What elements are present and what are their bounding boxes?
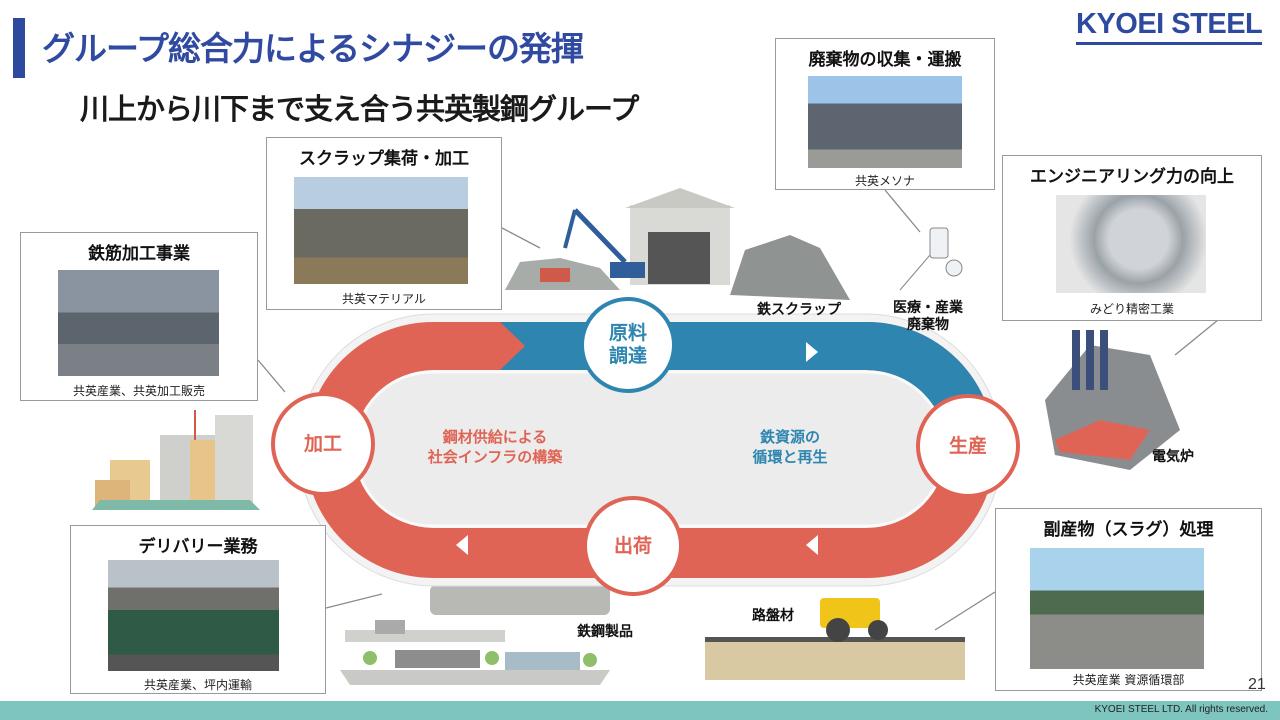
electric-furnace-label: 電気炉 <box>1152 449 1194 465</box>
rebar-photo <box>58 270 219 376</box>
center-right-line-2: 循環と再生 <box>752 448 828 466</box>
waste-photo <box>808 76 962 168</box>
waste-box-title: 廃棄物の収集・運搬 <box>808 50 962 70</box>
center-left-line-1: 鋼材供給による <box>442 428 548 446</box>
title-accent-bar <box>13 18 25 78</box>
scrap-box-caption: 共英マテリアル <box>342 292 426 306</box>
scrap-photo <box>294 177 468 284</box>
copyright-text: KYOEI STEEL LTD. All rights reserved. <box>1094 704 1268 715</box>
arrow-right-icon <box>806 342 818 362</box>
medical-waste-line-2: 廃棄物 <box>907 317 949 333</box>
leader-line <box>1174 319 1219 356</box>
engineering-photo <box>1056 195 1206 293</box>
medical-waste-label: 医療・産業 廃棄物 <box>888 300 968 334</box>
center-left-line-2: 社会インフラの構築 <box>427 448 563 466</box>
scrap-box: スクラップ集荷・加工 共英マテリアル <box>266 137 502 310</box>
processing-node: 加工 <box>271 392 375 496</box>
delivery-box-title: デリバリー業務 <box>138 537 258 557</box>
arrow-left-icon <box>456 535 468 555</box>
rebar-box-title: 鉄筋加工事業 <box>88 244 190 264</box>
rebar-box: 鉄筋加工事業 共英産業、共英加工販売 <box>20 232 258 401</box>
production-node: 生産 <box>916 394 1020 498</box>
leader-line <box>325 593 383 609</box>
steel-products-label: 鉄鋼製品 <box>577 624 633 640</box>
scrap-box-title: スクラップ集荷・加工 <box>299 149 469 169</box>
waste-box: 廃棄物の収集・運搬 共英メソナ <box>775 38 995 190</box>
engineering-box: エンジニアリング力の向上 みどり精密工業 <box>1002 155 1262 321</box>
delivery-photo <box>108 560 279 671</box>
arrow-left-icon <box>806 535 818 555</box>
procurement-label-1: 原料 <box>608 322 647 344</box>
page-subtitle: 川上から川下まで支え合う共英製鋼グループ <box>80 92 639 126</box>
production-label: 生産 <box>948 434 987 457</box>
procurement-node: 原料調達 <box>580 297 676 393</box>
leader-line <box>501 227 541 249</box>
iron-scrap-label: 鉄スクラップ <box>757 302 841 318</box>
waste-box-caption: 共英メソナ <box>854 174 915 188</box>
delivery-box: デリバリー業務 共英産業、坪内運輸 <box>70 525 326 694</box>
medical-waste-illustration <box>899 227 963 291</box>
rebar-box-caption: 共英産業、共英加工販売 <box>72 384 205 398</box>
roadbed-illustration <box>705 598 965 680</box>
roadbed-label: 路盤材 <box>752 608 794 624</box>
slag-box: 副産物（スラグ）処理 共英産業 資源循環部 <box>995 508 1262 691</box>
medical-waste-line-1: 医療・産業 <box>893 300 963 316</box>
center-right-line-1: 鉄資源の <box>759 428 820 446</box>
electric-furnace-illustration <box>1045 330 1180 470</box>
procurement-label-2: 調達 <box>608 345 647 367</box>
slag-box-title: 副産物（スラグ）処理 <box>1043 520 1214 540</box>
page-title: グループ総合力によるシナジーの発揮 <box>42 29 584 68</box>
shipping-label: 出荷 <box>613 534 652 557</box>
center-left-text: 鋼材供給による 社会インフラの構築 <box>410 427 580 467</box>
center-right-text: 鉄資源の 循環と再生 <box>720 427 860 467</box>
slag-box-caption: 共英産業 資源循環部 <box>1072 673 1185 687</box>
company-logo: KYOEI STEEL <box>1076 8 1263 45</box>
buildings-illustration <box>92 410 260 510</box>
engineering-box-caption: みどり精密工業 <box>1089 302 1174 316</box>
leader-line <box>884 189 921 233</box>
engineering-box-title: エンジニアリング力の向上 <box>1030 167 1234 187</box>
steel-products-illustration <box>340 585 610 685</box>
leader-line <box>934 591 996 631</box>
processing-label: 加工 <box>303 432 342 455</box>
page-number: 21 <box>1248 676 1266 693</box>
scrap-yard-illustration <box>505 188 850 300</box>
leader-line <box>257 359 286 393</box>
slag-photo <box>1030 548 1204 669</box>
shipping-node: 出荷 <box>583 496 683 596</box>
delivery-box-caption: 共英産業、坪内運輸 <box>143 678 252 692</box>
footer-bar <box>0 701 1280 720</box>
